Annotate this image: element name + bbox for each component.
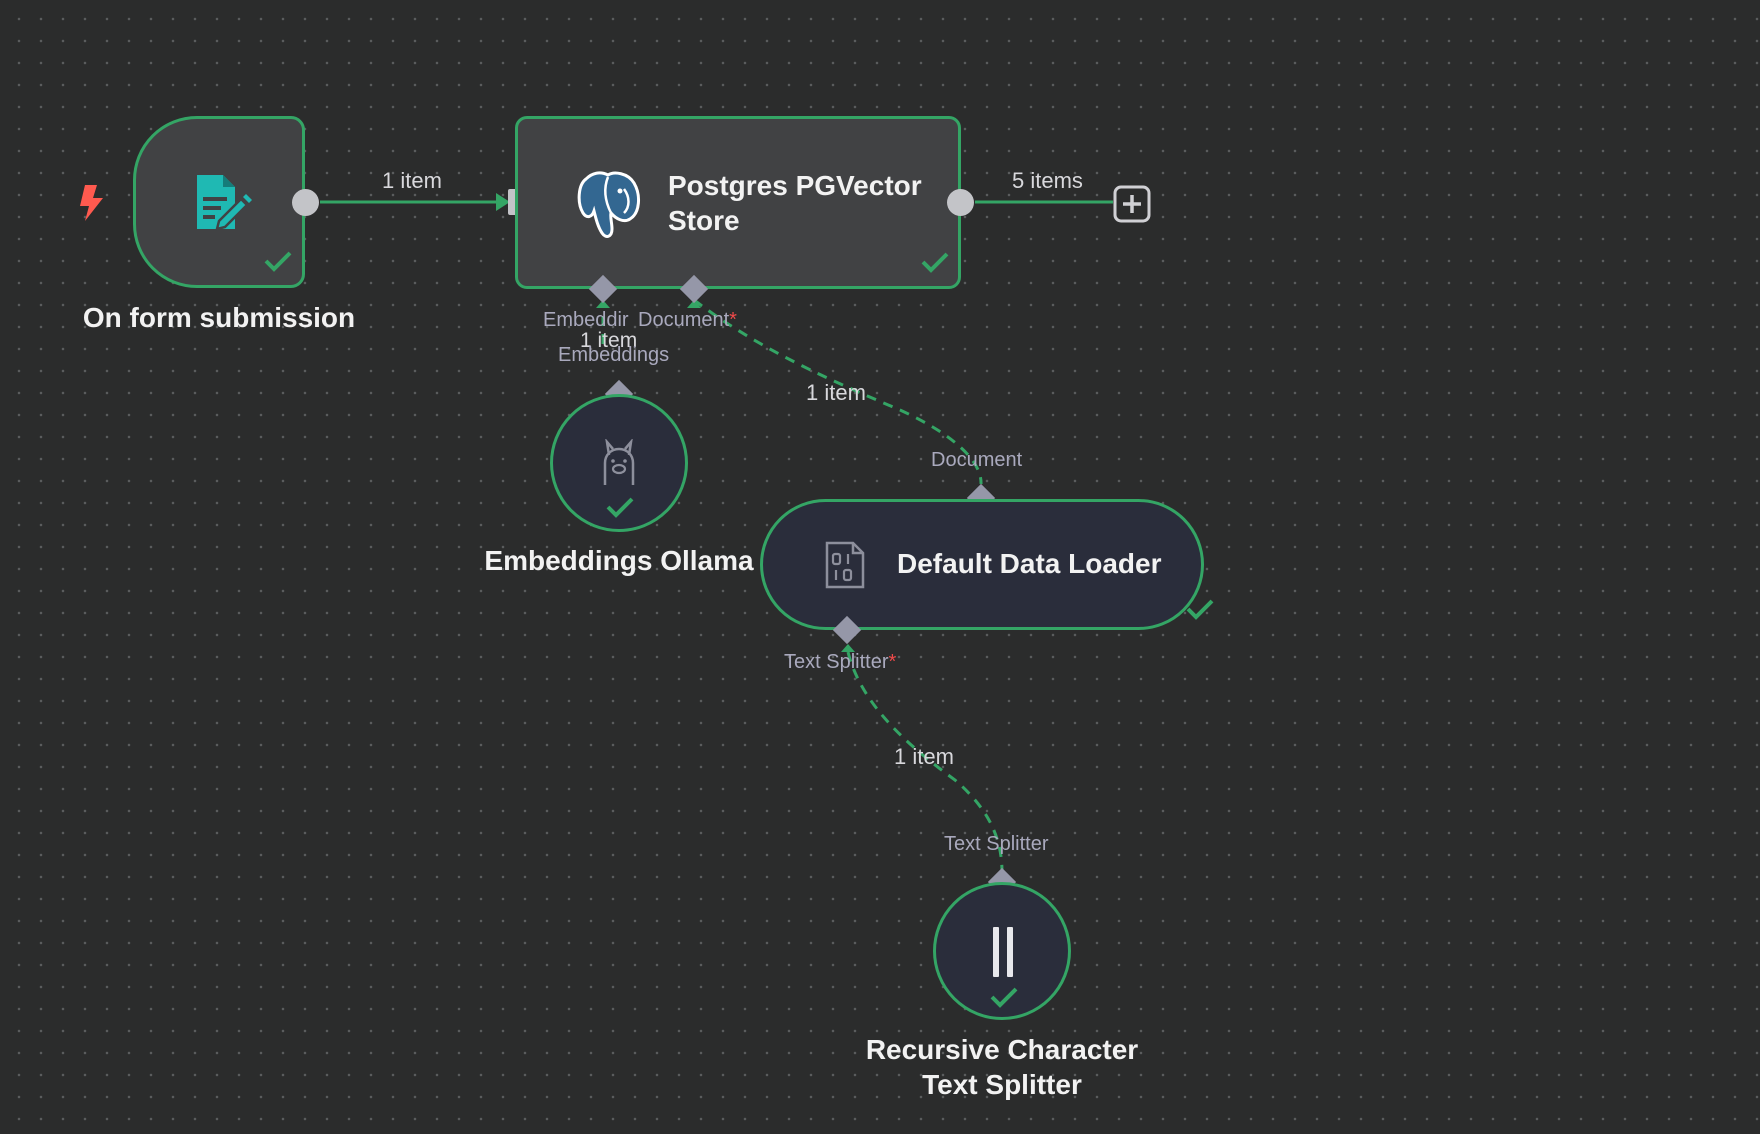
output-handle-pgvector[interactable] (947, 189, 974, 216)
node-title-default-data-loader: Default Data Loader (897, 548, 1162, 579)
node-embeddings-ollama[interactable] (550, 394, 688, 532)
llama-icon (603, 439, 635, 485)
node-title-pgvector-line1: Postgres PGVector (668, 170, 922, 201)
success-check-icon (1186, 599, 1214, 620)
node-title-pgvector-line2: Store (668, 205, 740, 236)
binary-file-icon (825, 541, 865, 589)
port-label-embedding: Embeddir (543, 309, 629, 331)
edge-label-splitter-to-loader: 1 item (894, 744, 954, 769)
form-edit-icon (197, 175, 252, 231)
port-label-loader-text-splitter: Text Splitter* (784, 651, 897, 673)
port-label-embeddings: Embeddings (558, 344, 670, 366)
connection-arrowhead (496, 193, 510, 211)
node-title-splitter-line2: Text Splitter (922, 1069, 1082, 1100)
node-default-data-loader[interactable]: Default Data Loader (760, 499, 1204, 630)
port-arrow-embeddings (596, 300, 610, 308)
port-arrow-document (687, 300, 701, 308)
connection-loader-to-pgvector[interactable] (693, 298, 983, 485)
node-title-on-form-submission: On form submission (82, 302, 356, 333)
success-check-icon (606, 497, 634, 518)
port-label-splitter: Text Splitter (944, 833, 1049, 855)
trigger-bolt-icon (80, 185, 103, 221)
node-postgres-pgvector-store[interactable]: Postgres PGVector Store (515, 116, 961, 289)
output-handle-trigger[interactable] (292, 189, 319, 216)
success-check-icon (990, 987, 1018, 1008)
edge-label-pgvector-output: 5 items (1012, 168, 1083, 193)
split-bars-icon (993, 927, 1013, 977)
edge-label-loader-to-pgvector: 1 item (806, 380, 866, 405)
edge-label-embeddings-to-pgvector: 1 item (580, 329, 638, 352)
node-recursive-character-text-splitter[interactable] (933, 882, 1071, 1020)
node-on-form-submission[interactable] (133, 116, 305, 288)
node-title-embeddings-ollama: Embeddings Ollama (484, 545, 754, 576)
add-node-plus-icon[interactable] (1113, 185, 1151, 223)
port-label-document: Document* (638, 309, 737, 331)
port-label-loader-document: Document (931, 449, 1023, 471)
connection-splitter-to-loader[interactable] (846, 651, 1004, 873)
success-check-icon (264, 251, 292, 272)
port-arrow-text-splitter (841, 644, 855, 652)
postgres-elephant-icon (577, 171, 640, 238)
node-title-splitter-line1: Recursive Character (865, 1034, 1139, 1065)
edge-label-trigger-to-pgvector: 1 item (382, 168, 442, 193)
success-check-icon (921, 252, 949, 273)
